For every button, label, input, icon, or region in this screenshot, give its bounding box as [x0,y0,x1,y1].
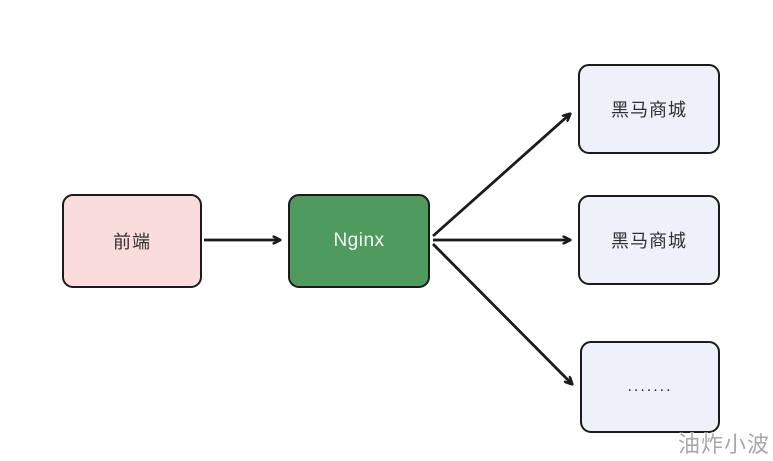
node-mall-1-label: 黑马商城 [611,100,687,120]
node-nginx-label: Nginx [333,230,385,251]
node-mall-2-label: 黑马商城 [611,231,687,251]
node-nginx: Nginx [288,194,430,288]
node-mall-1: 黑马商城 [578,64,720,154]
node-others-label: ....... [627,378,673,395]
watermark: 油炸小波 [677,432,770,457]
node-mall-2: 黑马商城 [578,195,720,285]
node-frontend: 前端 [62,194,202,288]
node-others: ....... [580,341,720,433]
arrow-nginx-to-mall-1 [432,114,570,238]
node-frontend-label: 前端 [113,232,151,252]
arrow-nginx-to-others [432,243,572,384]
